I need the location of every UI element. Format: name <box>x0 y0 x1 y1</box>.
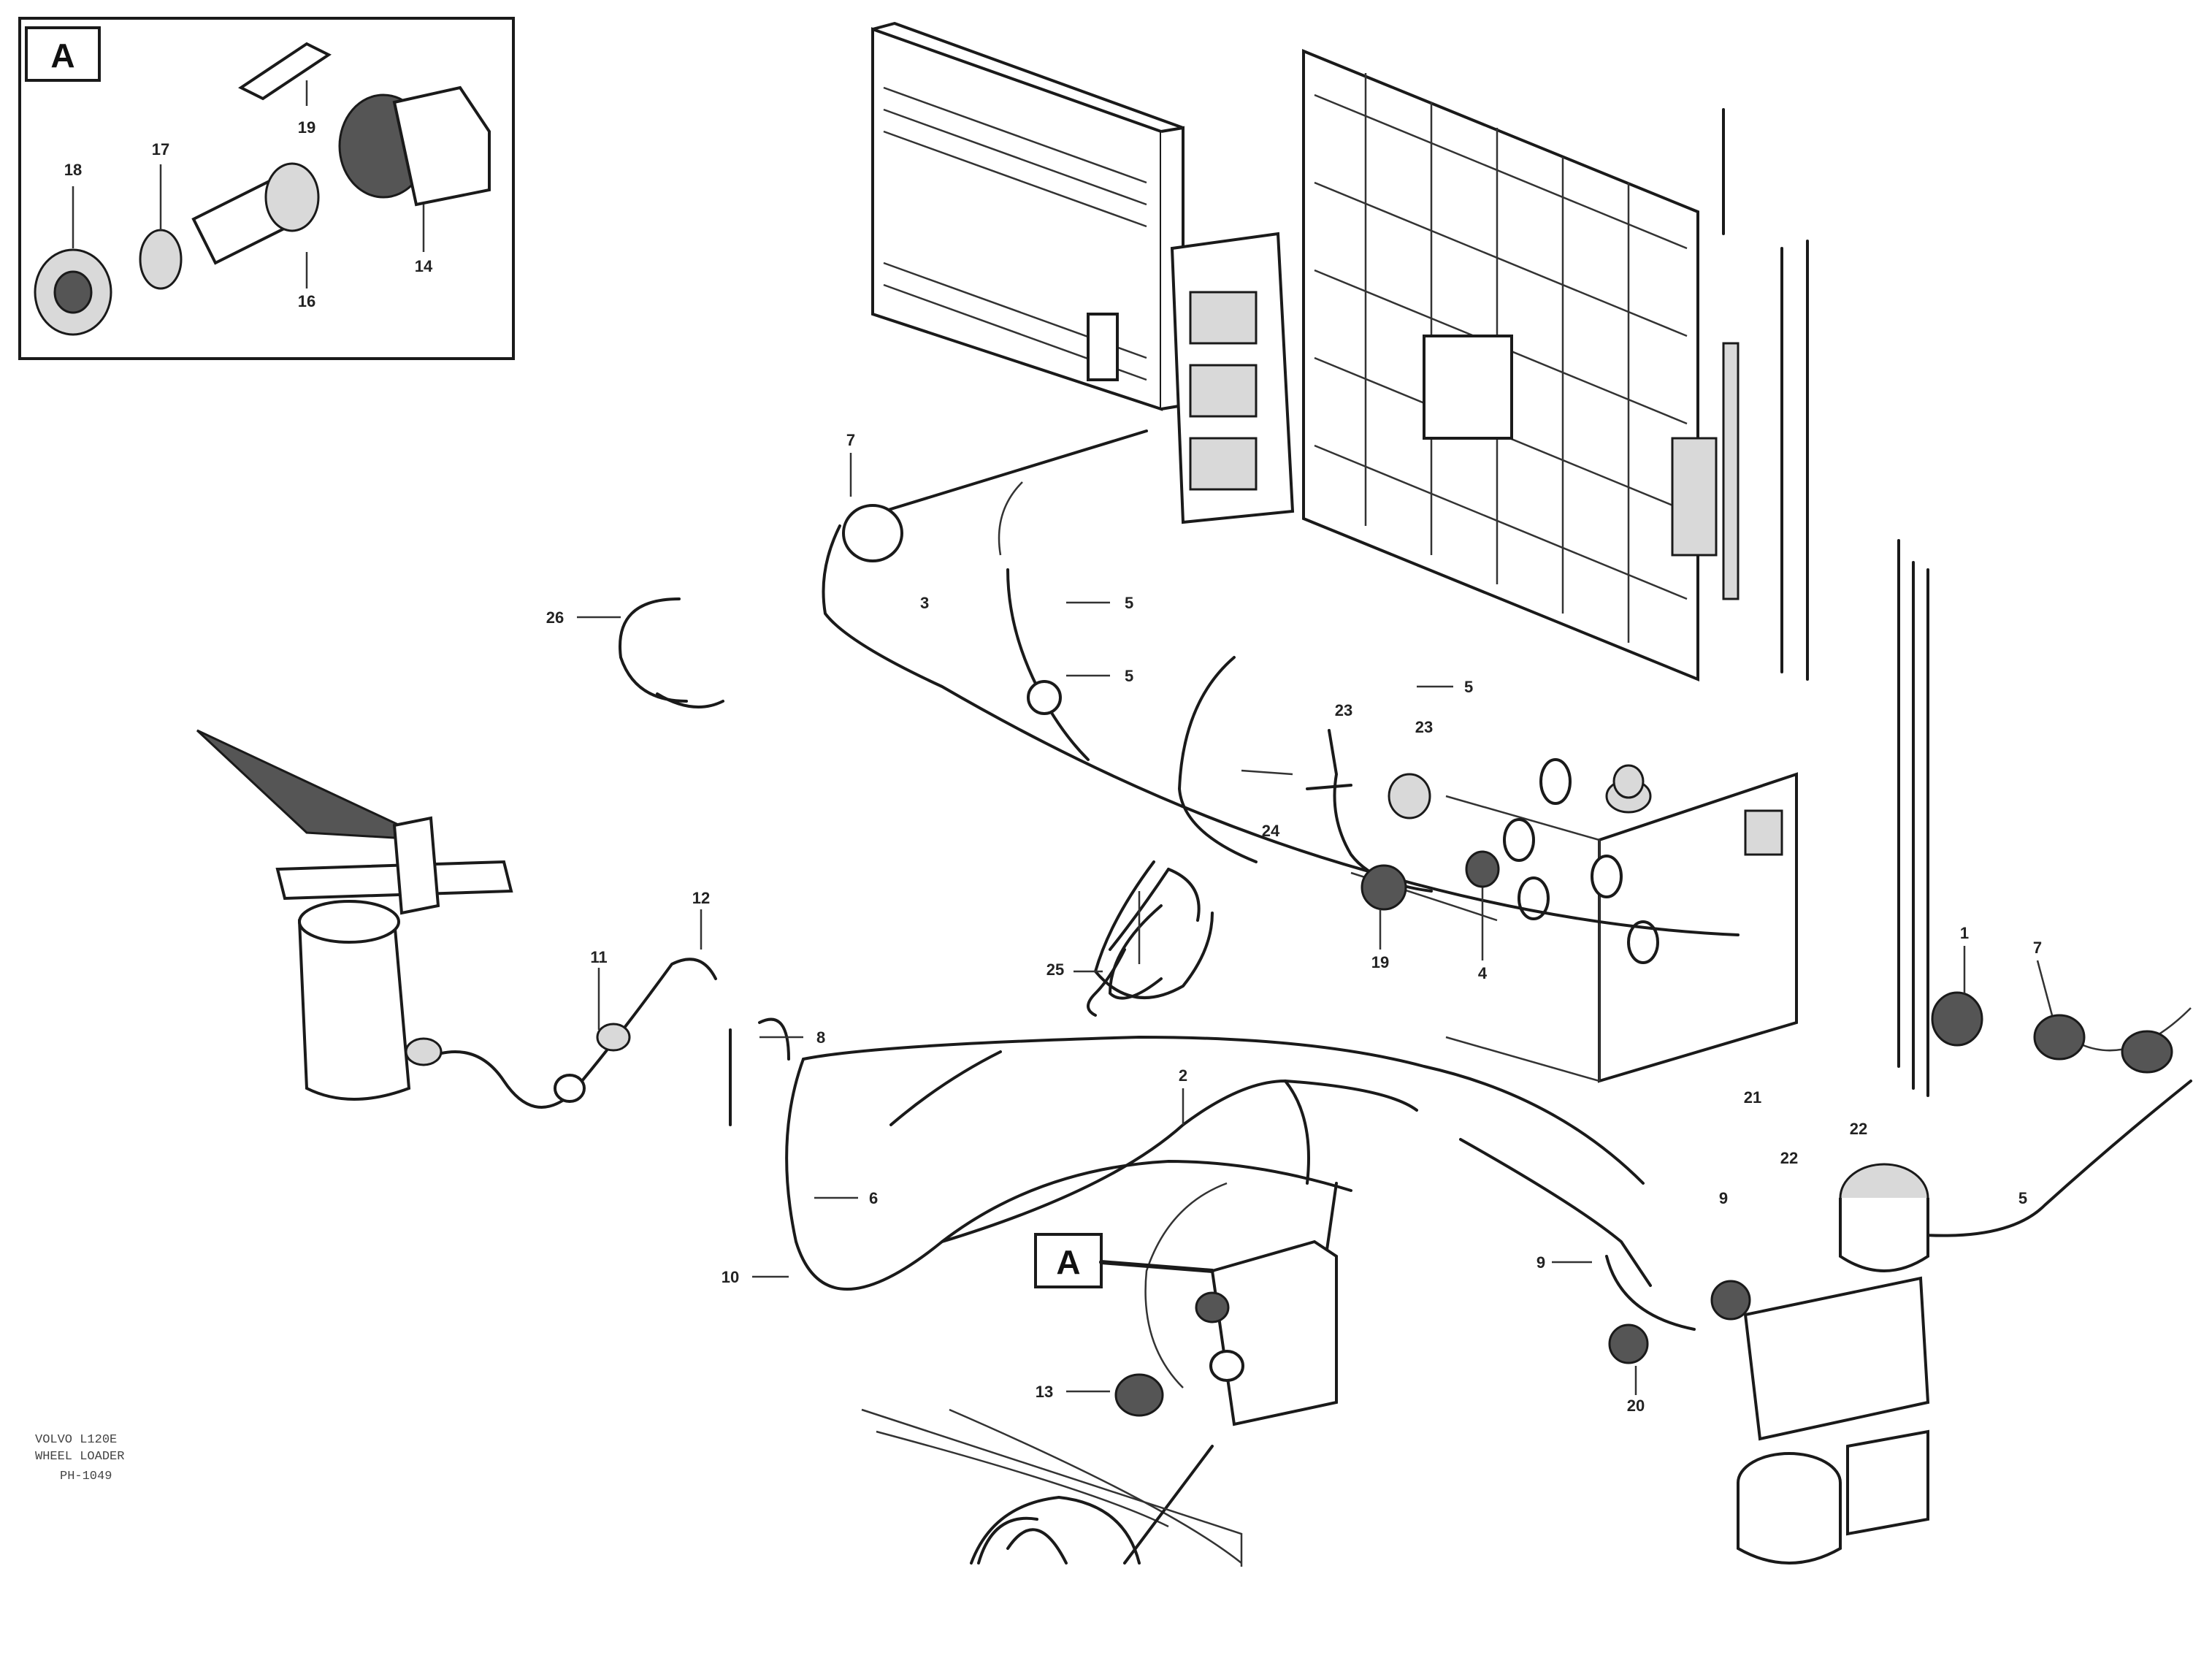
label-24: 24 <box>1262 822 1280 840</box>
callout-letter: A <box>1056 1243 1080 1281</box>
detail-label-16: 16 <box>298 292 315 310</box>
label-23-a: 23 <box>1415 718 1433 736</box>
clip-part <box>238 42 332 101</box>
label-1: 1 <box>1960 924 1969 942</box>
label-10: 10 <box>722 1268 739 1286</box>
label-7-right: 7 <box>2033 939 2042 957</box>
drawing-ref-line1: VOLVO L120E <box>35 1433 117 1447</box>
label-9-b: 9 <box>1719 1189 1728 1207</box>
label-5-d: 5 <box>2018 1189 2027 1207</box>
label-19: 19 <box>1371 953 1389 971</box>
seal-hole <box>53 270 93 314</box>
label-26: 26 <box>546 608 564 627</box>
label-3-a: 3 <box>920 594 929 612</box>
cable-25 <box>1094 860 1214 999</box>
detail-label-18: 18 <box>64 161 82 179</box>
detail-label-19: 19 <box>298 118 315 137</box>
mounting-bracket <box>1170 232 1295 524</box>
fluid-tank <box>1737 1163 1930 1565</box>
detail-letter: A <box>50 37 74 75</box>
label-5-a: 5 <box>1125 594 1133 612</box>
detail-label-17: 17 <box>152 140 169 158</box>
label-23-b: 23 <box>1335 701 1352 719</box>
part-labels: 7 5 5 3 5 23 23 24 25 26 19 4 12 11 8 6 … <box>546 431 2054 1415</box>
label-6: 6 <box>869 1189 878 1207</box>
label-25: 25 <box>1046 960 1064 979</box>
label-13: 13 <box>1036 1383 1053 1401</box>
callout-a: A <box>1034 1233 1214 1288</box>
label-4: 4 <box>1478 964 1488 982</box>
socket-housing <box>392 85 491 207</box>
detail-view-a: A 18 17 19 16 14 <box>18 17 515 360</box>
label-22: 22 <box>1850 1120 1867 1138</box>
label-5-b: 5 <box>1125 667 1133 685</box>
vertical-rods <box>1722 108 1929 1097</box>
ring-part <box>139 229 183 290</box>
detail-label-14: 14 <box>415 257 433 275</box>
frame-fragments <box>861 1408 1243 1567</box>
control-unit <box>871 22 1185 411</box>
connector-parts <box>596 504 2173 1417</box>
label-8: 8 <box>816 1028 825 1047</box>
cable-26 <box>619 597 724 708</box>
label-20: 20 <box>1627 1397 1645 1415</box>
label-22-b: 22 <box>1780 1149 1798 1167</box>
cable-harness <box>422 429 2192 1565</box>
pump-motor <box>196 729 586 1103</box>
label-21: 21 <box>1744 1088 1761 1107</box>
label-12: 12 <box>692 889 710 907</box>
label-9: 9 <box>1536 1253 1545 1272</box>
circuit-board <box>1302 49 1740 681</box>
label-5-c: 5 <box>1464 678 1473 696</box>
label-7-top: 7 <box>846 431 855 449</box>
fuse-panel <box>1445 758 1798 1083</box>
junction-box <box>1195 1239 1338 1426</box>
label-11: 11 <box>590 948 607 966</box>
detail-letter-box <box>25 26 101 82</box>
drawing-ref-line3: PH-1049 <box>60 1470 112 1483</box>
plug-end <box>264 162 320 232</box>
drawing-ref-line2: WHEEL LOADER <box>35 1450 124 1464</box>
drawing-reference: VOLVO L120E WHEEL LOADER PH-1049 <box>35 1433 124 1483</box>
label-2: 2 <box>1179 1066 1187 1085</box>
